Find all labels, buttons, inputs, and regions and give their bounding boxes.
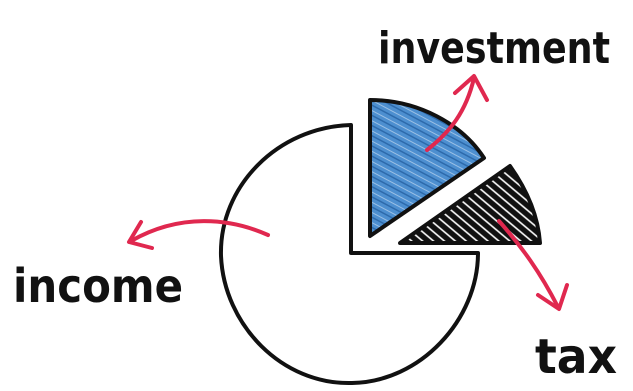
tax-slice bbox=[398, 164, 542, 245]
tax-label: tax bbox=[535, 329, 617, 385]
income-label: income bbox=[13, 259, 183, 313]
income-slice bbox=[218, 123, 480, 386]
investment-arrow-icon bbox=[425, 74, 489, 152]
investment-label: investment bbox=[378, 23, 610, 74]
tax-arrow-icon bbox=[497, 219, 569, 311]
investment-slice bbox=[368, 98, 486, 238]
income-arrow-icon bbox=[127, 219, 270, 250]
